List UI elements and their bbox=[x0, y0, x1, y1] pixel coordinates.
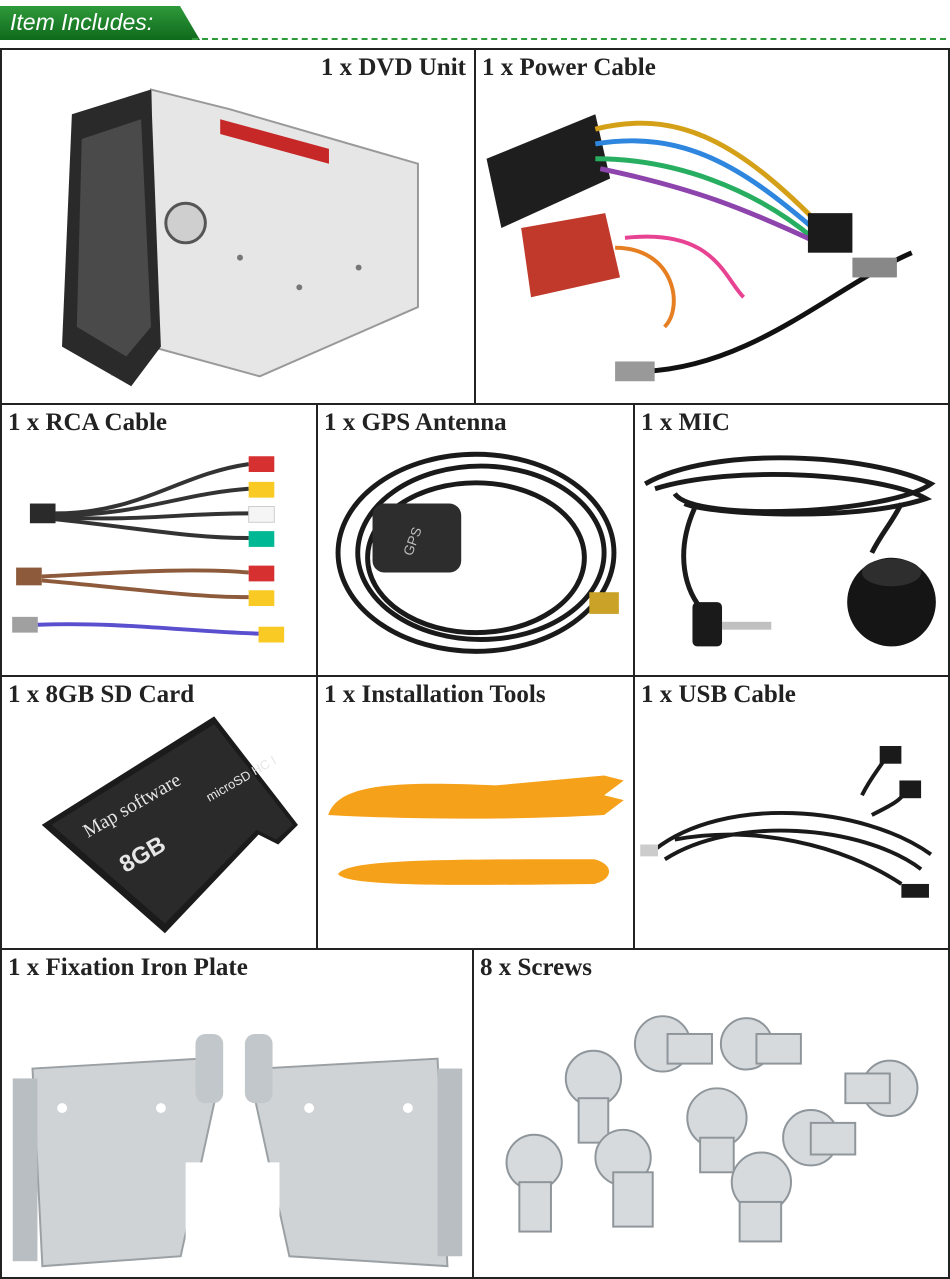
sd-card-label: 1 x 8GB SD Card bbox=[8, 681, 195, 708]
mic-label: 1 x MIC bbox=[641, 409, 730, 436]
usb-cable-image bbox=[640, 745, 933, 898]
screws-label: 8 x Screws bbox=[480, 954, 593, 981]
gps-antenna-label: 1 x GPS Antenna bbox=[324, 409, 507, 436]
gps-antenna-image: GPS bbox=[335, 451, 619, 654]
rca-cable-label: 1 x RCA Cable bbox=[8, 409, 168, 436]
item-screws: 8 x Screws bbox=[472, 948, 950, 1279]
item-installation-tools: 1 x Installation Tools bbox=[316, 675, 635, 950]
mic-image bbox=[643, 455, 936, 647]
sd-card-image: Map software 8GB microSD HC I bbox=[41, 716, 298, 934]
power-cable-image bbox=[486, 114, 913, 382]
usb-cable-label: 1 x USB Cable bbox=[641, 681, 796, 708]
item-rca-cable: 1 x RCA Cable bbox=[0, 403, 318, 677]
item-sd-card: Map software 8GB microSD HC I 1 x 8GB SD… bbox=[0, 675, 318, 950]
rca-cable-image bbox=[12, 456, 285, 643]
header-title: Item Includes: bbox=[10, 9, 154, 35]
item-includes-header: Item Includes: bbox=[0, 0, 950, 46]
fixation-plate-image bbox=[12, 1033, 463, 1268]
installation-tools-label: 1 x Installation Tools bbox=[324, 681, 546, 708]
header-dashed-line bbox=[192, 38, 946, 40]
item-dvd-unit: 1 x DVD Unit bbox=[0, 48, 476, 405]
power-cable-label: 1 x Power Cable bbox=[482, 54, 656, 81]
screws-image bbox=[505, 1015, 919, 1243]
item-gps-antenna: GPS 1 x GPS Antenna bbox=[316, 403, 635, 677]
installation-tools-image bbox=[328, 775, 624, 885]
item-usb-cable: 1 x USB Cable bbox=[633, 675, 950, 950]
item-power-cable: 1 x Power Cable bbox=[474, 48, 950, 405]
header-tab: Item Includes: bbox=[0, 6, 200, 40]
item-mic: 1 x MIC bbox=[633, 403, 950, 677]
dvd-unit-image bbox=[61, 88, 419, 387]
fixation-plate-label: 1 x Fixation Iron Plate bbox=[8, 954, 248, 981]
item-fixation-iron-plate: 1 x Fixation Iron Plate bbox=[0, 948, 474, 1279]
dvd-unit-label: 1 x DVD Unit bbox=[320, 54, 466, 81]
